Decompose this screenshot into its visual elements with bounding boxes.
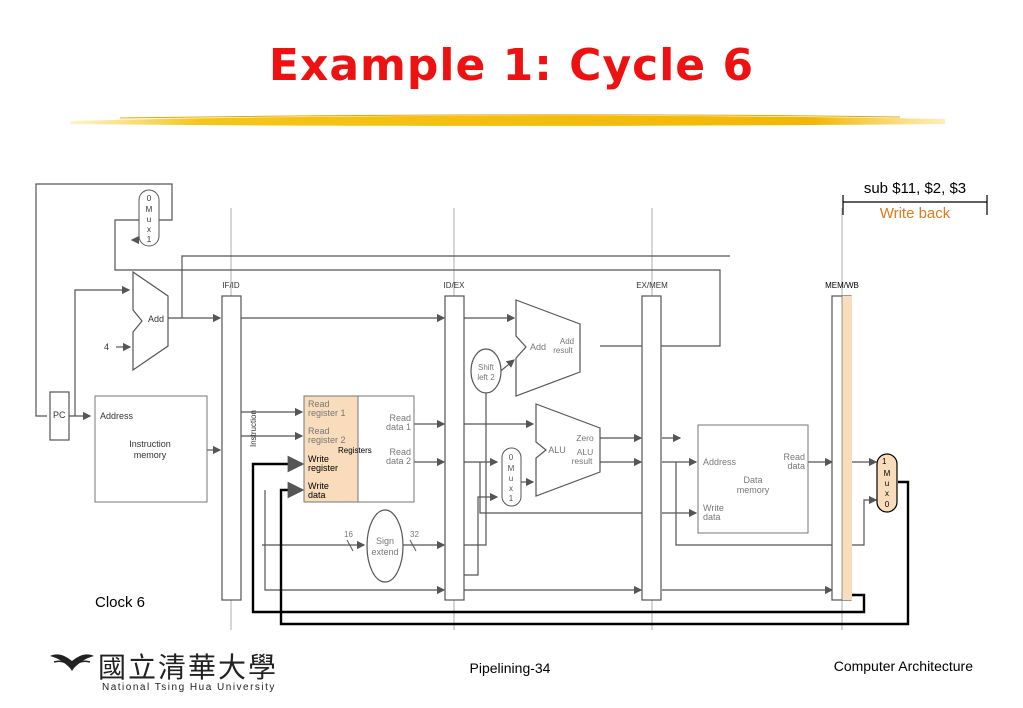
svg-text:Read: Read — [783, 452, 805, 462]
svg-text:u: u — [885, 479, 889, 488]
svg-text:x: x — [147, 225, 151, 234]
svg-text:register 1: register 1 — [308, 408, 346, 418]
memwb-register: MEM/WB — [825, 281, 859, 601]
svg-text:Sign: Sign — [376, 536, 394, 546]
svg-text:data: data — [787, 461, 805, 471]
svg-text:Registers: Registers — [338, 446, 372, 455]
svg-text:data 2: data 2 — [386, 456, 411, 466]
instruction-memory: Address Instruction memory — [94, 395, 208, 503]
svg-text:memory: memory — [737, 485, 770, 495]
svg-text:u: u — [509, 474, 513, 483]
ifid-register: IF/ID Instruction — [221, 281, 258, 601]
idex-register: ID/EX — [444, 281, 466, 601]
title-divider — [70, 114, 945, 126]
svg-text:M: M — [146, 205, 153, 214]
svg-text:register 2: register 2 — [308, 435, 346, 445]
svg-text:0: 0 — [147, 194, 152, 203]
svg-text:register: register — [308, 463, 338, 473]
shift-left-2: Shift left 2 — [470, 348, 502, 394]
pc-register: PC — [49, 391, 70, 441]
svg-text:Add: Add — [560, 337, 574, 346]
logo-english-name: National Tsing Hua University — [102, 682, 276, 693]
svg-text:M: M — [508, 464, 515, 473]
svg-text:Zero: Zero — [576, 433, 594, 443]
register-file: Read register 1 Read register 2 Write re… — [303, 395, 415, 503]
course-name: Computer Architecture — [833, 658, 973, 674]
svg-text:ID/EX: ID/EX — [444, 281, 466, 290]
svg-text:1: 1 — [882, 457, 887, 466]
svg-text:data: data — [703, 512, 721, 522]
exmem-register: EX/MEM — [636, 281, 668, 601]
svg-text:result: result — [572, 456, 593, 466]
svg-text:Write: Write — [703, 503, 724, 513]
svg-text:IF/ID: IF/ID — [222, 281, 240, 290]
data-memory: Address Read data Data memory Write data — [697, 424, 809, 534]
svg-text:Add: Add — [148, 314, 164, 324]
alu: ALU Zero ALU result — [535, 403, 601, 497]
logo-bird-icon — [50, 654, 94, 671]
logo-chinese-name: 國立清華大學 — [98, 651, 279, 684]
svg-text:PC: PC — [53, 410, 66, 420]
svg-text:Data: Data — [743, 475, 762, 485]
instruction-bracket — [842, 195, 988, 215]
svg-text:ALU: ALU — [577, 447, 594, 457]
pc-source-mux: 0 M u x 1 — [138, 189, 160, 247]
alu-source-mux: 0 M u x 1 — [501, 447, 522, 507]
svg-text:Address: Address — [703, 457, 737, 467]
instruction-wire-label: Instruction — [249, 410, 258, 447]
svg-text:EX/MEM: EX/MEM — [636, 281, 668, 290]
svg-text:Address: Address — [100, 411, 134, 421]
svg-text:Write: Write — [308, 454, 329, 464]
svg-text:0: 0 — [509, 453, 514, 462]
instruction-text: sub $11, $2, $3 — [863, 180, 967, 197]
pc-adder: Add — [132, 270, 169, 372]
svg-text:result: result — [553, 346, 573, 355]
svg-text:1: 1 — [509, 494, 514, 503]
svg-text:MEM/WB: MEM/WB — [825, 281, 859, 290]
svg-text:Write: Write — [308, 481, 329, 491]
svg-text:x: x — [509, 484, 513, 493]
branch-adder: Add Add result — [515, 299, 581, 397]
svg-text:memory: memory — [134, 450, 167, 460]
svg-text:Read: Read — [389, 447, 411, 457]
sign-extend: Sign extend 16 32 — [344, 509, 419, 583]
svg-text:u: u — [147, 215, 151, 224]
svg-text:Add: Add — [530, 342, 546, 352]
svg-text:data: data — [308, 490, 326, 500]
svg-text:Instruction: Instruction — [129, 439, 171, 449]
svg-text:32: 32 — [410, 530, 419, 539]
svg-text:Shift: Shift — [478, 363, 495, 372]
svg-text:data 1: data 1 — [386, 422, 411, 432]
stage-label: Write back — [879, 205, 951, 222]
svg-text:Read: Read — [389, 413, 411, 423]
svg-text:M: M — [884, 469, 891, 478]
clock-label: Clock 6 — [95, 594, 146, 611]
svg-text:left 2: left 2 — [477, 373, 495, 382]
svg-text:x: x — [885, 489, 889, 498]
svg-text:0: 0 — [885, 500, 890, 509]
writeback-mux: 1 M u x 0 — [876, 453, 898, 513]
svg-text:extend: extend — [371, 547, 398, 557]
svg-text:Read: Read — [308, 399, 330, 409]
slide-number: Pipelining-34 — [469, 660, 551, 676]
svg-text:Read: Read — [308, 426, 330, 436]
svg-text:1: 1 — [147, 235, 152, 244]
svg-text:ALU: ALU — [548, 445, 566, 455]
slide-title: Example 1: Cycle 6 — [268, 40, 755, 91]
svg-text:16: 16 — [344, 530, 353, 539]
constant-four: 4 — [104, 342, 109, 352]
